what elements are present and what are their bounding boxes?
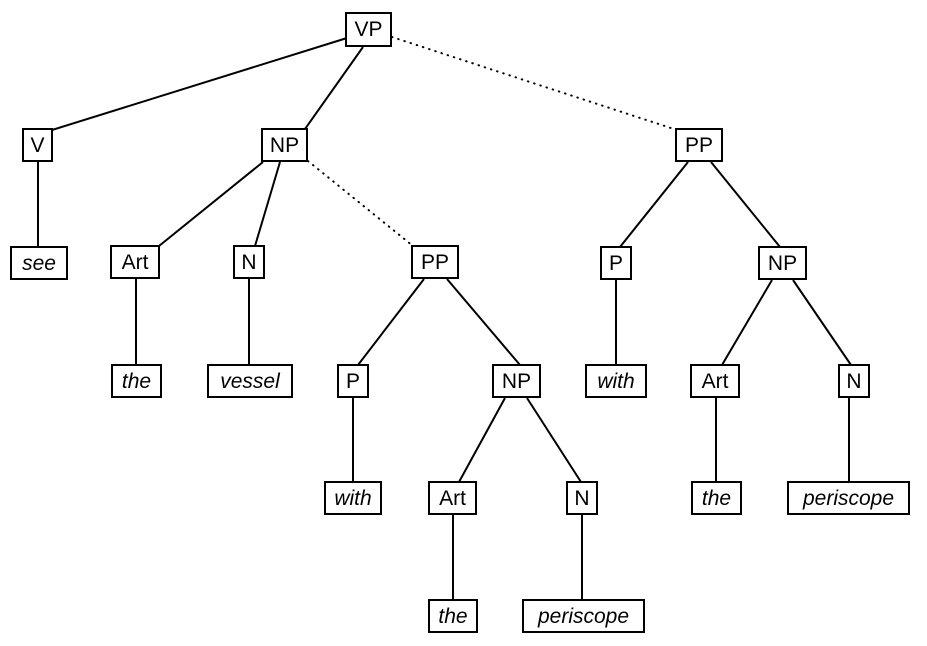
node-label: PP [420,250,449,274]
node-label: with [597,369,635,393]
tree-edge-np_mid-to-n_mid [526,397,582,483]
tree-category-node-art_mid[interactable]: Art [428,481,477,515]
tree-leaf-node-the1[interactable]: the [111,364,162,398]
tree-edge-pp_right-to-np_right [710,161,781,248]
node-label: Art [121,250,149,274]
node-label: periscope [802,486,895,510]
tree-edge-vp-to-v [51,37,348,131]
tree-edge-np_right-to-art_right [721,279,773,366]
tree-leaf-node-with_r[interactable]: with [585,364,647,398]
node-label: see [22,251,56,275]
tree-category-node-p_right[interactable]: P [600,246,632,280]
tree-edge-pp_mid-to-p_mid [357,278,425,366]
node-label: V [30,133,45,157]
tree-leaf-node-see[interactable]: see [10,246,68,280]
tree-category-node-np_right[interactable]: NP [758,246,807,280]
node-label: NP [501,369,532,393]
tree-edge-np1-to-n1 [254,161,281,247]
tree-leaf-node-the_m[interactable]: the [428,599,478,633]
node-label: N [574,486,590,510]
tree-leaf-node-persc_m[interactable]: periscope [522,599,645,633]
node-label: P [608,251,623,275]
tree-category-node-n_mid[interactable]: N [566,481,598,515]
node-label: N [846,369,862,393]
tree-category-node-vp[interactable]: VP [345,12,392,47]
node-label: vessel [220,369,280,393]
node-label: the [438,604,468,628]
node-label: P [345,369,360,393]
node-label: the [121,369,152,393]
node-label: VP [354,18,383,41]
node-label: NP [269,133,300,157]
node-label: Art [439,486,466,510]
tree-category-node-n1[interactable]: N [233,245,265,279]
tree-category-node-art1[interactable]: Art [110,245,160,279]
tree-edge-np1-to-pp_mid [307,160,414,247]
tree-category-node-p_mid[interactable]: P [337,364,369,398]
tree-category-node-v[interactable]: V [22,128,53,162]
node-label: the [701,486,732,510]
tree-edge-vp-to-pp_right [391,36,678,131]
node-label: Art [701,369,729,393]
tree-leaf-node-with_m[interactable]: with [324,481,382,515]
tree-category-node-np_mid[interactable]: NP [492,364,541,398]
tree-leaf-node-the_r[interactable]: the [691,481,742,515]
tree-edge-pp_mid-to-np_mid [446,278,521,366]
tree-leaf-node-vessel[interactable]: vessel [207,364,293,398]
node-label: NP [767,251,798,275]
tree-edge-np_right-to-n_right [792,279,852,366]
tree-edge-pp_right-to-p_right [619,161,689,248]
node-label: N [241,250,257,274]
tree-leaf-node-persc_r[interactable]: periscope [787,481,910,515]
node-label: with [334,486,372,510]
tree-category-node-art_right[interactable]: Art [690,364,740,398]
node-label: periscope [537,604,630,628]
tree-edge-vp-to-np1 [304,46,364,130]
tree-category-node-pp_mid[interactable]: PP [411,245,459,279]
node-label: PP [684,133,713,157]
tree-edge-np1-to-art1 [158,161,264,247]
tree-category-node-n_right[interactable]: N [838,364,870,398]
tree-category-node-np1[interactable]: NP [261,128,308,162]
tree-edge-np_mid-to-art_mid [458,397,506,483]
tree-category-node-pp_right[interactable]: PP [675,128,723,162]
